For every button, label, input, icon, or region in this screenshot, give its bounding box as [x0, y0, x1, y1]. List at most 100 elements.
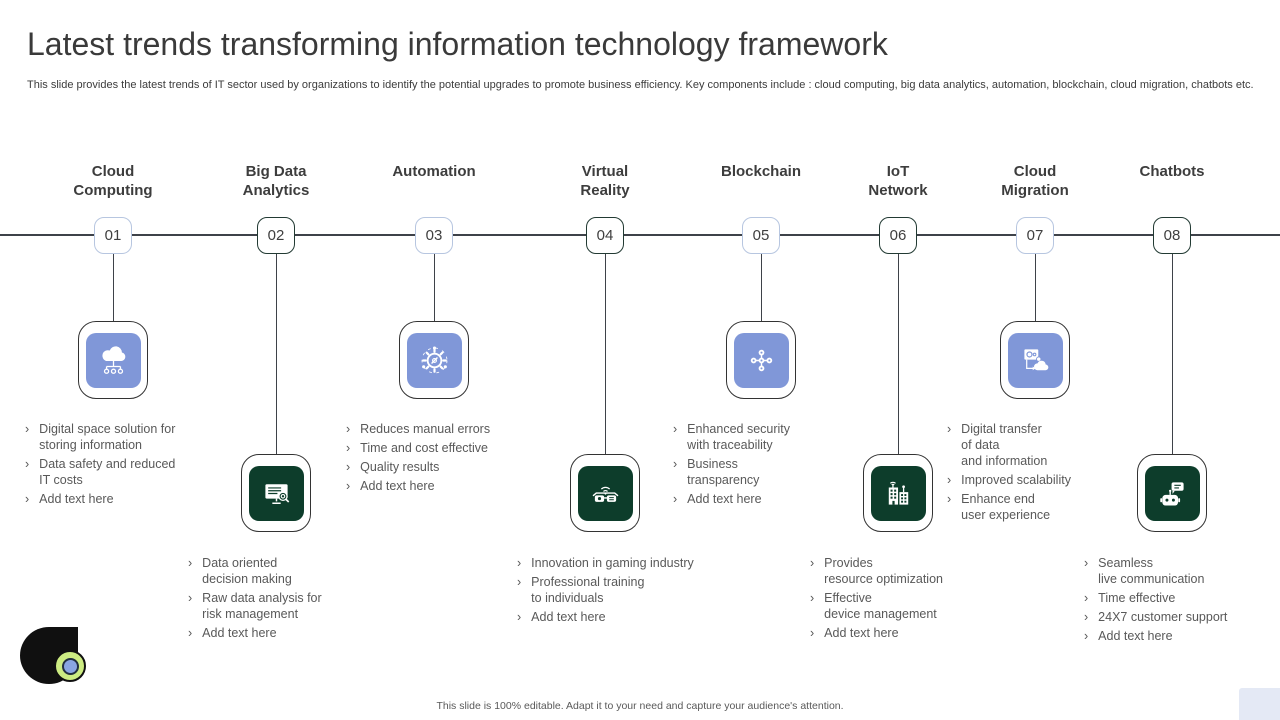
- trend-icon-tile: [1137, 454, 1207, 532]
- chevron-bullet-icon: ›: [346, 479, 351, 493]
- connector-line: [433, 254, 435, 322]
- page-title: Latest trends transforming information t…: [27, 26, 888, 62]
- chevron-bullet-icon: ›: [25, 457, 30, 471]
- brand-logo-ring: [54, 650, 86, 682]
- chevron-bullet-icon: ›: [1084, 591, 1089, 605]
- connector-line: [760, 254, 762, 322]
- cloud-migration-icon: [1007, 332, 1063, 388]
- trend-title: Automation: [392, 163, 476, 180]
- trend-title: Chatbots: [1139, 163, 1205, 180]
- footer-note: This slide is 100% editable. Adapt it to…: [436, 700, 844, 712]
- list-item: ›Add text here: [810, 626, 899, 640]
- trend-icon-tile: [78, 321, 148, 399]
- chevron-bullet-icon: ›: [947, 422, 952, 436]
- chevron-bullet-icon: ›: [517, 610, 522, 624]
- list-item: ›Provides resource optimization: [810, 556, 943, 586]
- list-item: ›Raw data analysis for risk management: [188, 591, 322, 621]
- list-item: ›24X7 customer support: [1084, 610, 1228, 624]
- trend-column-virtual-reality: Virtual Reality 04 ›Innovation in gamin: [510, 0, 700, 720]
- trend-icon-tile: [863, 454, 933, 532]
- chevron-bullet-icon: ›: [188, 556, 193, 570]
- brand-logo-dot: [61, 657, 79, 675]
- corner-accent-shape: [1239, 688, 1280, 720]
- chevron-bullet-icon: ›: [25, 492, 30, 506]
- timeline-number-badge: 07: [1016, 217, 1054, 254]
- trend-title: Big Data Analytics: [242, 163, 310, 199]
- list-item: ›Reduces manual errors: [346, 422, 491, 436]
- chevron-bullet-icon: ›: [673, 422, 678, 436]
- trend-icon-tile: [570, 454, 640, 532]
- list-item: ›Seamless live communication: [1084, 556, 1205, 586]
- timeline-number-badge: 06: [879, 217, 917, 254]
- timeline-number-badge: 08: [1153, 217, 1191, 254]
- list-item: ›Enhanced security with traceability: [673, 422, 791, 452]
- timeline-number-badge: 02: [257, 217, 295, 254]
- chevron-bullet-icon: ›: [517, 556, 522, 570]
- list-item: ›Add text here: [346, 479, 435, 493]
- list-item: ›Data safety and reduced IT costs: [25, 457, 176, 487]
- list-item: ›Add text here: [517, 610, 606, 624]
- timeline-number-badge: 05: [742, 217, 780, 254]
- chevron-bullet-icon: ›: [1084, 610, 1089, 624]
- list-item: ›Business transparency: [673, 457, 760, 487]
- chevron-bullet-icon: ›: [346, 460, 351, 474]
- timeline-axis: [0, 234, 1280, 236]
- list-item: ›Add text here: [1084, 629, 1173, 643]
- connector-line: [1034, 254, 1036, 322]
- list-item: ›Effective device management: [810, 591, 937, 621]
- connector-line: [897, 254, 899, 455]
- list-item: ›Add text here: [673, 492, 762, 506]
- chevron-bullet-icon: ›: [673, 492, 678, 506]
- trend-icon-tile: [399, 321, 469, 399]
- chevron-bullet-icon: ›: [346, 422, 351, 436]
- list-item: ›Innovation in gaming industry: [517, 556, 694, 570]
- chevron-bullet-icon: ›: [947, 492, 952, 506]
- smart-glasses-icon: [577, 465, 633, 521]
- chevron-bullet-icon: ›: [517, 575, 522, 589]
- chevron-bullet-icon: ›: [810, 626, 815, 640]
- trend-title: IoT Network: [868, 163, 928, 199]
- chevron-bullet-icon: ›: [673, 457, 678, 471]
- trend-column-automation: Automation 03: [339, 0, 529, 720]
- list-item: ›Enhance end user experience: [947, 492, 1051, 522]
- chevron-bullet-icon: ›: [25, 422, 30, 436]
- chatbot-icon: [1144, 465, 1200, 521]
- list-item: ›Quality results: [346, 460, 440, 474]
- bullet-list: ›Data oriented decision making ›Raw data…: [188, 555, 374, 644]
- list-item: ›Professional training to individuals: [517, 575, 645, 605]
- bullet-list: ›Reduces manual errors ›Time and cost ef…: [346, 421, 532, 497]
- list-item: ›Add text here: [25, 492, 114, 506]
- chevron-bullet-icon: ›: [947, 473, 952, 487]
- trend-column-big-data-analytics: Big Data Analytics 02 ›Data oriented dec…: [181, 0, 371, 720]
- bullet-list: ›Seamless live communication ›Time effec…: [1084, 555, 1270, 647]
- list-item: ›Add text here: [188, 626, 277, 640]
- list-item: ›Time effective: [1084, 591, 1176, 605]
- bullet-list: ›Provides resource optimization ›Effecti…: [810, 555, 996, 644]
- iot-building-icon: [870, 465, 926, 521]
- chevron-bullet-icon: ›: [810, 556, 815, 570]
- trend-title: Cloud Computing: [73, 163, 153, 199]
- connector-line: [112, 254, 114, 322]
- chevron-bullet-icon: ›: [188, 626, 193, 640]
- trend-title: Cloud Migration: [1001, 163, 1069, 199]
- trend-column-blockchain: Blockchain 05: [666, 0, 856, 720]
- list-item: ›Time and cost effective: [346, 441, 489, 455]
- list-item: ›Digital space solution for storing info…: [25, 422, 176, 452]
- list-item: ›Data oriented decision making: [188, 556, 292, 586]
- trend-icon-tile: [1000, 321, 1070, 399]
- trend-column-chatbots: Chatbots 08 ›Seamless live c: [1077, 0, 1267, 720]
- timeline-number-badge: 01: [94, 217, 132, 254]
- bullet-list: ›Enhanced security with traceability ›Bu…: [673, 421, 859, 510]
- data-analytics-monitor-icon: [248, 465, 304, 521]
- trend-icon-tile: [726, 321, 796, 399]
- bullet-list: ›Digital space solution for storing info…: [25, 421, 211, 510]
- trend-column-iot-network: IoT Network 06: [803, 0, 993, 720]
- timeline-number-badge: 03: [415, 217, 453, 254]
- automation-gear-icon: [406, 332, 462, 388]
- list-item: ›Digital transfer of data and informatio…: [947, 422, 1048, 468]
- trend-column-cloud-migration: Cloud Migration 07 ›Digital transfer of …: [940, 0, 1130, 720]
- blockchain-nodes-icon: [733, 332, 789, 388]
- connector-line: [604, 254, 606, 455]
- chevron-bullet-icon: ›: [1084, 629, 1089, 643]
- connector-line: [1171, 254, 1173, 455]
